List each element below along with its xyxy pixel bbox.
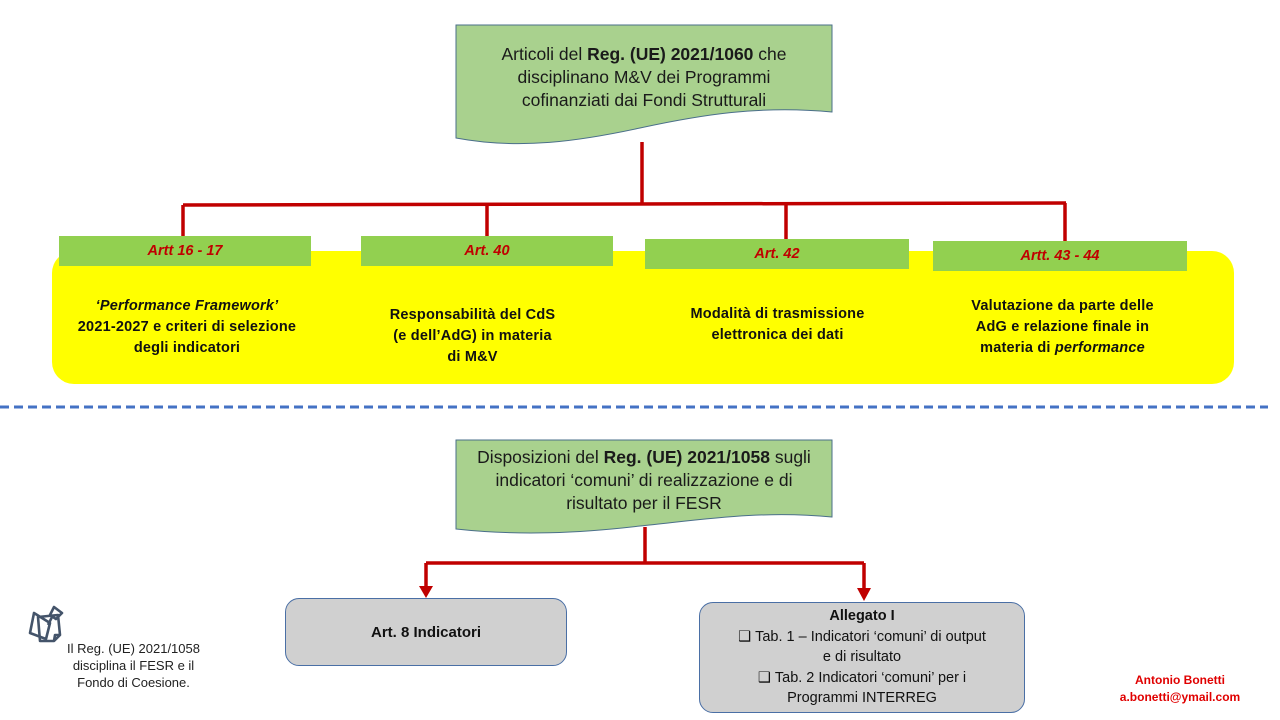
bottom-document-line2: indicatori ‘comuni’ di realizzazione e d… [495, 470, 793, 490]
checkbox-bullet-icon: ❑ [757, 669, 771, 686]
article-tab-1: Artt 16 - 17 [59, 236, 311, 266]
footnote: Il Reg. (UE) 2021/1058 disciplina il FES… [67, 641, 200, 690]
bottom-document: Disposizioni del Reg. (UE) 2021/1058 sug… [456, 446, 832, 515]
top-document-line1: Articoli del Reg. (UE) 2021/1060 che [501, 44, 787, 64]
bottom-document-line3: risultato per il FESR [566, 493, 722, 513]
article-tab-4: Artt. 43 - 44 [933, 241, 1187, 271]
author-name: Antonio Bonetti [1135, 673, 1225, 687]
author-credit: Antonio Bonetti a.bonetti@ymail.com [1105, 672, 1255, 706]
article-desc-1: ‘Performance Framework’ 2021-2027 e crit… [77, 298, 297, 356]
sticky-note-pin-icon [28, 605, 64, 643]
bottom-document-line1: Disposizioni del Reg. (UE) 2021/1058 sug… [477, 447, 811, 467]
top-document-line3: cofinanziati dai Fondi Strutturali [521, 90, 767, 110]
top-document-line2: disciplinano M&V dei Programmi [517, 67, 771, 87]
article-tab-3: Art. 42 [645, 239, 909, 269]
top-document: Articoli del Reg. (UE) 2021/1060 che dis… [456, 43, 832, 112]
article-desc-4: Valutazione da parte delle AdG e relazio… [971, 298, 1154, 356]
article-desc-3: Modalità di trasmissione elettronica dei… [690, 306, 865, 343]
art8-label: Art. 8 Indicatori [370, 623, 482, 641]
art8-box: Art. 8 Indicatori [285, 598, 567, 666]
author-email: a.bonetti@ymail.com [1119, 690, 1241, 704]
article-tab-2: Art. 40 [361, 236, 613, 266]
articles-band [52, 251, 1234, 384]
checkbox-bullet-icon: ❑ [738, 628, 752, 645]
arrowhead-left [419, 586, 433, 598]
allegato-box: Allegato I ❑ Tab. 1 – Indicatori ‘comuni… [699, 602, 1025, 713]
allegato-title: Allegato I [829, 608, 895, 624]
article-desc-2: Responsabilità del CdS (e dell’AdG) in m… [389, 307, 556, 365]
connector-top-bus [182, 201, 1067, 207]
arrowhead-right [857, 588, 871, 601]
